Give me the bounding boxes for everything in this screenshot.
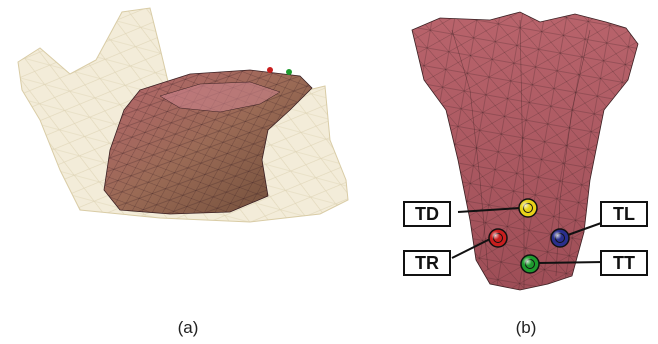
caption-panel-b: (b) [506, 318, 546, 338]
caption-panel-a: (a) [168, 318, 208, 338]
label-tr: TR [403, 250, 451, 276]
label-td: TD [403, 201, 451, 227]
sensor-tt-marker [521, 255, 539, 273]
label-tt: TT [600, 250, 648, 276]
label-tl: TL [600, 201, 648, 227]
leader-tt [538, 262, 604, 263]
sensor-tl-marker [551, 229, 569, 247]
panel-b-illustration [412, 12, 638, 290]
sensor-tr-marker [489, 229, 507, 247]
panel-a-illustration [18, 8, 348, 222]
sensor-dot-a1 [267, 67, 273, 73]
sensor-td-marker [519, 199, 537, 217]
sensor-dot-a2 [286, 69, 292, 75]
